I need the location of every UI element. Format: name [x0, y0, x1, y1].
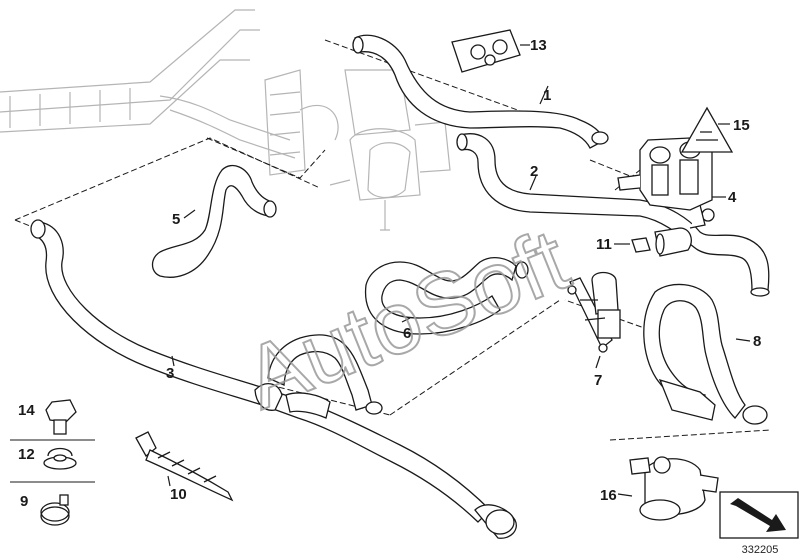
hose-3: [30, 219, 517, 539]
callout-16: 16: [600, 487, 617, 504]
callout-14: 14: [18, 402, 35, 419]
nut-14: [45, 399, 77, 435]
cable-tie-10: [135, 431, 234, 502]
clip-11: [631, 227, 692, 257]
callout-1: 1: [543, 87, 551, 104]
callout-13: 13: [530, 37, 547, 54]
valve-7: [567, 271, 621, 353]
callout-9: 9: [20, 493, 28, 510]
callout-3: 3: [166, 365, 174, 382]
grommet-12: [43, 447, 77, 470]
bracket-13: [451, 29, 521, 73]
callout-2: 2: [530, 163, 538, 180]
callout-15: 15: [733, 117, 750, 134]
callout-leaders: [167, 44, 751, 497]
small-parts-legend: [10, 439, 95, 483]
hose-2: [456, 133, 770, 297]
hose-clamp-9: [40, 494, 70, 526]
callout-8: 8: [753, 333, 761, 350]
hose-1: [352, 34, 609, 149]
callout-4: 4: [728, 189, 737, 206]
reference-number: 332205: [742, 544, 779, 556]
hose-5: [151, 165, 277, 278]
heater-core-outline: [0, 9, 451, 231]
callout-11: 11: [596, 236, 612, 253]
pump-16: [629, 456, 719, 521]
watermark: AutoSoft: [231, 209, 581, 427]
warning-label-15: [680, 106, 734, 153]
callout-7: 7: [594, 372, 602, 389]
callout-12: 12: [18, 446, 35, 463]
hose-8: [643, 283, 768, 425]
callout-6: 6: [403, 325, 411, 342]
reference-arrow-icon: [719, 491, 799, 539]
valve-4: [617, 137, 715, 229]
callout-10: 10: [170, 486, 187, 503]
callout-labels: 1 2 3 4 5 6 7 8 9 10 11 12 13 14 15 16: [18, 37, 761, 510]
hose-6: [364, 256, 529, 335]
callout-5: 5: [172, 211, 180, 228]
